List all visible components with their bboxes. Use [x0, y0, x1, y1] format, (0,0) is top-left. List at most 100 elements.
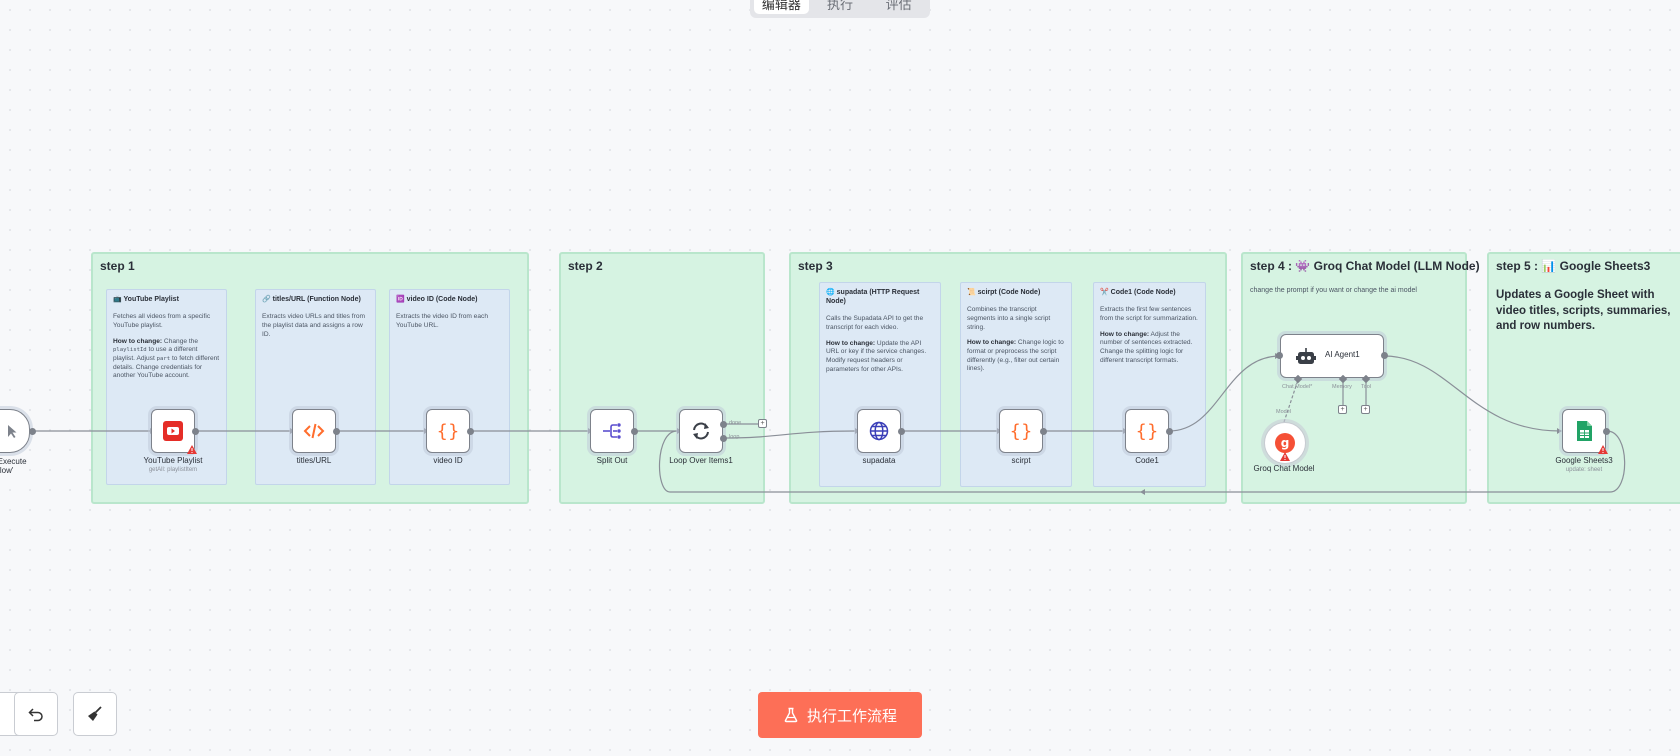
output-port[interactable] — [333, 428, 340, 435]
warning-icon — [187, 445, 197, 454]
how-to-change-label: How to change: — [826, 339, 876, 347]
wire-loop-supadata — [723, 430, 856, 439]
video-id-node[interactable]: {} — [426, 409, 470, 453]
how-to-change-label: How to change: — [113, 337, 163, 345]
output-port[interactable] — [1166, 428, 1173, 435]
sticky-title: step 5 : 📊 Google Sheets3 — [1496, 259, 1651, 273]
code-icon — [303, 423, 325, 439]
output-port[interactable] — [1040, 428, 1047, 435]
sticky-step-5[interactable]: step 5 : 📊 Google Sheets3 Updates a Goog… — [1487, 252, 1680, 504]
output-port[interactable] — [1381, 352, 1388, 359]
how-to-change-label: How to change: — [967, 339, 1017, 347]
sticky-title: step 3 — [798, 259, 833, 273]
chat-model-connector-label: Chat Model* — [1282, 384, 1313, 390]
warning-icon — [1598, 445, 1608, 454]
note-description: Extracts the video ID from each YouTube … — [396, 313, 488, 329]
ai-agent-node[interactable]: AI Agent1 — [1280, 334, 1384, 378]
node-label: Loop Over Items1 — [669, 456, 733, 465]
sticky-description: change the prompt if you want or change … — [1250, 287, 1417, 294]
split-out-node[interactable] — [590, 409, 634, 453]
output-port[interactable] — [1603, 428, 1610, 435]
code1-node[interactable]: {} — [1125, 409, 1169, 453]
output-port-loop[interactable] — [720, 435, 727, 442]
loop-over-items-node[interactable] — [679, 409, 723, 453]
cursor-icon — [8, 425, 17, 438]
node-label: supadata — [862, 456, 896, 465]
input-port[interactable] — [1276, 352, 1283, 359]
svg-text:{}: {} — [1136, 421, 1158, 442]
braces-icon: {} — [1136, 421, 1158, 442]
sticky-title: step 4 : 👾 Groq Chat Model (LLM Node) — [1250, 259, 1480, 273]
note-text: Adjust the number of sentences extracted… — [1100, 330, 1193, 364]
output-port[interactable] — [467, 428, 474, 435]
execute-workflow-button[interactable]: 执行工作流程 — [758, 692, 922, 738]
node-label: Code1 — [1135, 456, 1159, 465]
node-label: Split Out — [596, 456, 628, 465]
sticky-title: step 2 — [568, 259, 603, 273]
google-sheets-node[interactable] — [1562, 409, 1608, 454]
view-tab-switcher: 编辑器 执行 评估 — [750, 0, 930, 18]
warning-icon — [1280, 452, 1290, 461]
note-title: 📜 scirpt (Code Node) — [967, 289, 1041, 296]
add-tool-plus[interactable]: + — [1361, 405, 1370, 414]
code-part: part — [156, 355, 171, 362]
youtube-icon — [163, 421, 183, 441]
clear-canvas-button[interactable] — [73, 692, 117, 736]
node-label: icking 'Execute — [0, 457, 27, 466]
add-memory-plus[interactable]: + — [1338, 405, 1347, 414]
output-port[interactable] — [898, 428, 905, 435]
node-label: scirpt — [1011, 456, 1031, 465]
node-label: AI Agent1 — [1325, 350, 1360, 359]
output-port-done[interactable] — [720, 421, 727, 428]
tab-editor[interactable]: 编辑器 — [754, 0, 809, 14]
braces-icon: {} — [1010, 421, 1032, 442]
tab-evaluations[interactable]: 评估 — [885, 0, 912, 12]
note-description: Calls the Supadata API to get the transc… — [826, 315, 924, 331]
scirpt-node[interactable]: {} — [999, 409, 1043, 453]
memory-connector-label: Memory — [1332, 384, 1352, 390]
supadata-node[interactable] — [857, 409, 901, 453]
agent-sub-ports — [1294, 375, 1371, 384]
node-label: Groq Chat Model — [1253, 464, 1315, 473]
groq-icon: g — [1275, 433, 1295, 453]
note-text: to fetch different details. Change crede… — [113, 354, 220, 380]
add-node-plus[interactable]: + — [758, 419, 767, 428]
node-label: titles/URL — [296, 456, 332, 465]
note-text: to use a different playlist. Adjust — [113, 346, 198, 362]
note-text: Change logic to format or preprocess the… — [967, 339, 1064, 373]
note-text: Update the API URL or key if the service… — [826, 339, 927, 373]
manual-trigger-node[interactable] — [0, 409, 30, 453]
sticky-step-2[interactable]: step 2 — [559, 252, 765, 504]
note-title: ✂️ Code1 (Code Node) — [1100, 289, 1176, 296]
note-text: Change the — [162, 337, 199, 345]
node-label: YouTube Playlist — [143, 456, 203, 465]
node-label: orkflow' — [0, 466, 14, 475]
arrow-loopback — [1140, 489, 1145, 495]
undo-button[interactable] — [14, 692, 58, 736]
output-port[interactable] — [192, 428, 199, 435]
how-to-change-label: How to change: — [1100, 330, 1150, 338]
note-description: Extracts video URLs and titles from the … — [262, 313, 365, 338]
node-subtitle: update: sheet — [1565, 467, 1603, 473]
output-label-loop: loop — [729, 434, 740, 440]
youtube-playlist-node[interactable] — [151, 409, 197, 454]
output-port[interactable] — [29, 428, 36, 435]
braces-icon: {} — [437, 421, 459, 442]
undo-icon — [28, 708, 43, 722]
output-label-done: done — [729, 420, 742, 426]
tab-executions[interactable]: 执行 — [827, 0, 854, 12]
wire-code1-agent — [1168, 355, 1281, 432]
note-title: 🔗 titles/URL (Function Node) — [262, 296, 361, 303]
groq-chat-model-node[interactable]: g — [1264, 422, 1306, 464]
model-connection-label: Model — [1276, 409, 1291, 415]
sheets-icon — [1577, 421, 1592, 441]
titles-url-node[interactable] — [292, 409, 336, 453]
sticky-description: Updates a Google Sheet with video titles… — [1496, 289, 1671, 333]
broom-icon — [88, 706, 102, 721]
wire-agent-sheets — [1383, 355, 1561, 432]
output-port[interactable] — [631, 428, 638, 435]
node-label: Google Sheets3 — [1555, 456, 1613, 465]
note-description: Combines the transcript segments into a … — [967, 306, 1051, 331]
node-label: video ID — [433, 456, 463, 465]
